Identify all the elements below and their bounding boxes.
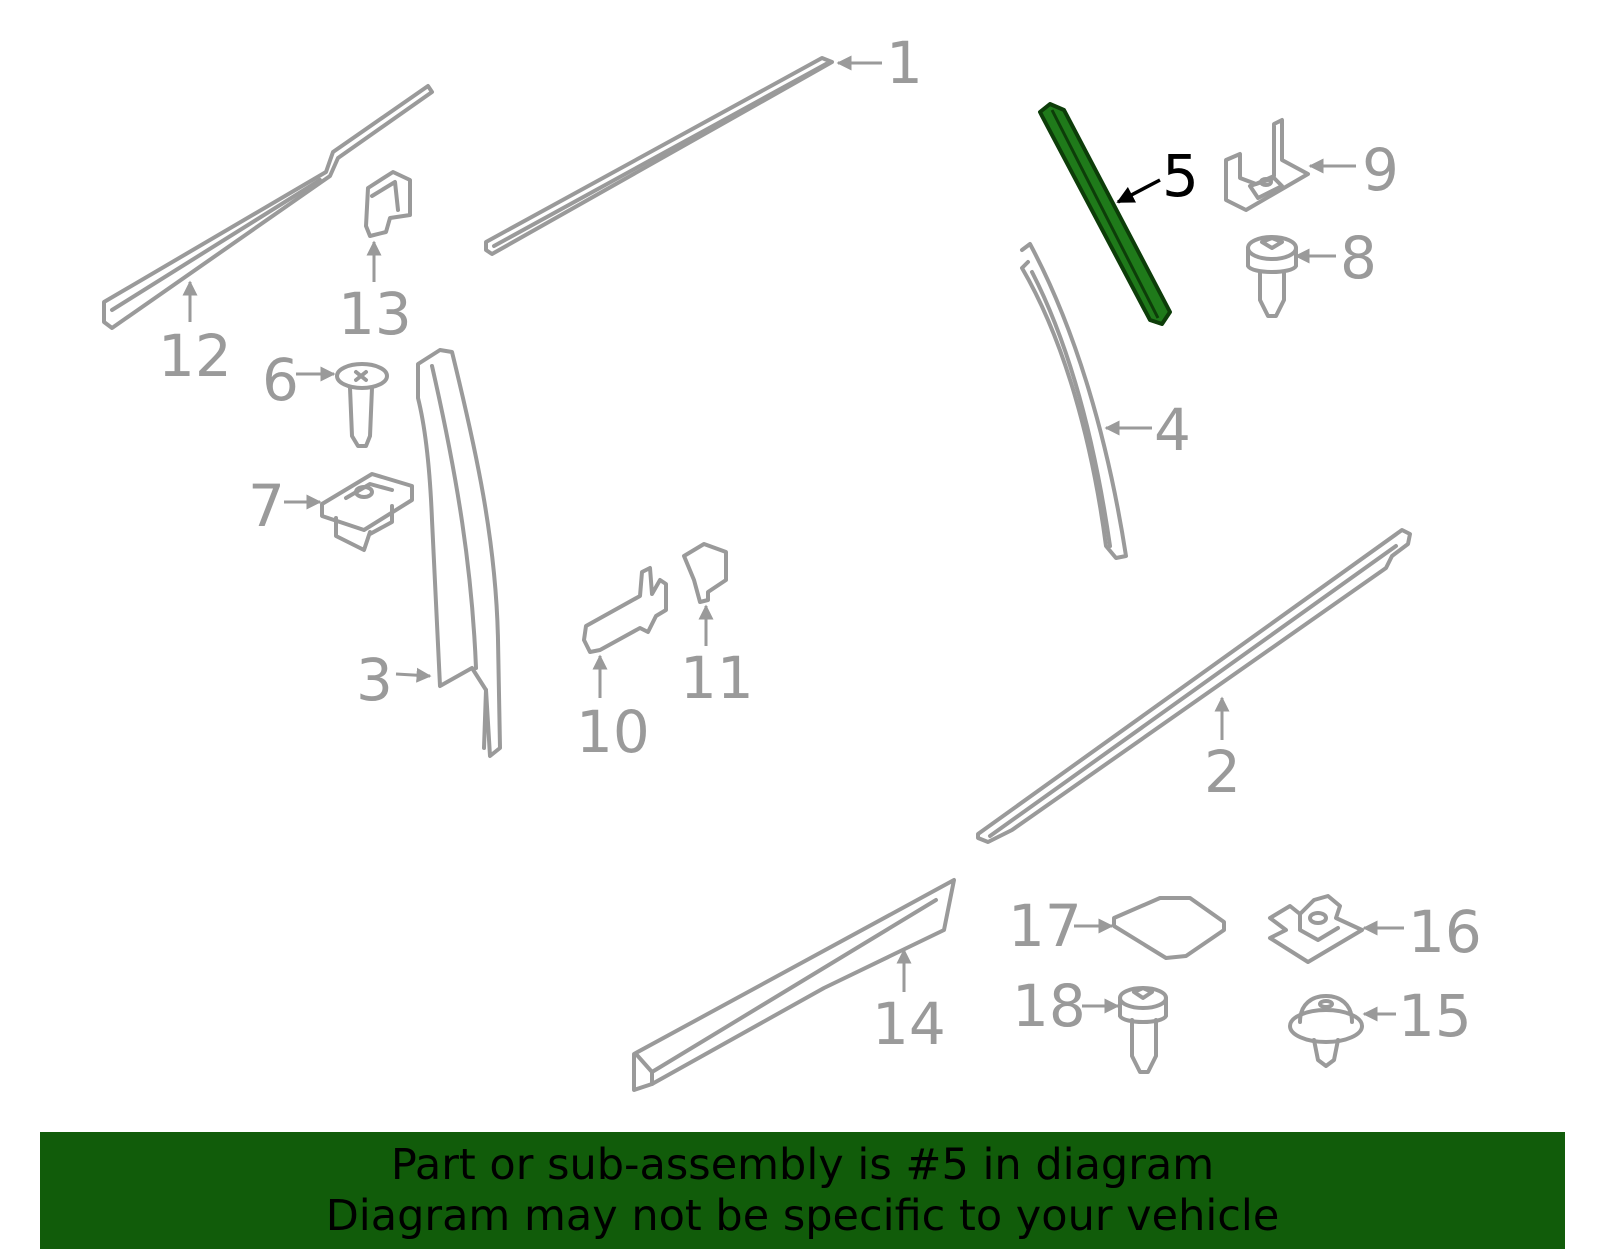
callout-leaders <box>182 55 1404 1022</box>
callout-10[interactable]: 10 <box>576 698 650 766</box>
callout-12[interactable]: 12 <box>158 322 232 390</box>
callout-6[interactable]: 6 <box>262 346 299 414</box>
callout-16[interactable]: 16 <box>1408 898 1482 966</box>
part-14-molding[interactable] <box>632 878 956 1092</box>
callout-4[interactable]: 4 <box>1154 396 1191 464</box>
part-15-pushclip[interactable] <box>1288 994 1364 1068</box>
part-7-clip[interactable] <box>320 472 414 552</box>
part-8-screw[interactable] <box>1246 235 1298 318</box>
part-9-bracket[interactable] <box>1224 118 1310 212</box>
callout-8[interactable]: 8 <box>1340 224 1377 292</box>
callout-3[interactable]: 3 <box>356 646 393 714</box>
banner-line-1: Part or sub-assembly is #5 in diagram <box>390 1140 1215 1190</box>
callout-11[interactable]: 11 <box>680 644 754 712</box>
callout-14[interactable]: 14 <box>872 990 946 1058</box>
callout-numbers: 1 2 3 4 5 6 7 8 9 10 11 12 13 14 15 16 1… <box>158 29 1482 1058</box>
part-2-rail[interactable] <box>976 528 1412 844</box>
part-6-screw[interactable] <box>335 362 389 448</box>
info-banner: Part or sub-assembly is #5 in diagram Di… <box>40 1132 1565 1249</box>
part-17-pad[interactable] <box>1112 896 1226 960</box>
callout-13[interactable]: 13 <box>338 280 412 348</box>
part-18-screw[interactable] <box>1118 986 1168 1074</box>
banner-line-2: Diagram may not be specific to your vehi… <box>325 1191 1280 1241</box>
part-12-molding[interactable] <box>102 84 434 330</box>
callout-5[interactable]: 5 <box>1162 142 1199 210</box>
callout-18[interactable]: 18 <box>1012 972 1086 1040</box>
callout-17[interactable]: 17 <box>1008 892 1082 960</box>
callout-15[interactable]: 15 <box>1398 982 1472 1050</box>
part-11-bracket[interactable] <box>682 542 728 604</box>
callout-9[interactable]: 9 <box>1362 136 1399 204</box>
callout-1[interactable]: 1 <box>886 29 923 97</box>
part-13-bracket[interactable] <box>364 170 412 238</box>
part-3-pillar[interactable] <box>416 348 502 758</box>
part-16-clip[interactable] <box>1268 894 1364 964</box>
part-10-bracket[interactable] <box>582 566 668 654</box>
callout-2[interactable]: 2 <box>1204 738 1241 806</box>
part-4-strip[interactable] <box>1020 242 1128 560</box>
part-1-rail[interactable] <box>484 56 834 256</box>
callout-7[interactable]: 7 <box>248 472 285 540</box>
part-5-strip-highlighted[interactable] <box>1038 102 1172 326</box>
